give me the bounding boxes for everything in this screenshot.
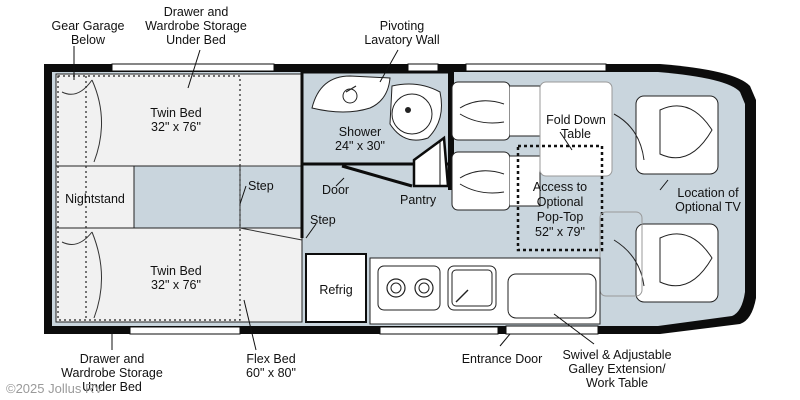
pop-top-label: Access to Optional Pop-Top 52" x 79"	[520, 180, 600, 240]
label-line: Optional	[536, 195, 584, 209]
window	[465, 63, 607, 72]
pillow	[91, 231, 102, 319]
refrigerator	[305, 253, 367, 323]
pop-top-outline	[516, 144, 604, 252]
dinette-seat	[451, 151, 511, 211]
twin-bed-bottom	[55, 227, 303, 323]
door-label: Door	[322, 183, 350, 197]
entrance-door-opening	[505, 325, 599, 335]
twin-bed-bottom-label: Twin Bed 32" x 76"	[134, 264, 218, 292]
label-line: Drawer and	[163, 5, 229, 19]
drawer-storage-top-label: Drawer and Wardrobe Storage Under Bed	[136, 5, 256, 47]
toilet	[389, 83, 442, 141]
drawer-storage-bottom-label: Drawer and Wardrobe Storage Under Bed	[56, 352, 168, 394]
label-line: Below	[70, 33, 106, 47]
dinette-seat	[451, 81, 511, 141]
label-line: Pop-Top	[536, 210, 584, 224]
entrance-door-label: Entrance Door	[461, 352, 543, 366]
label-line: Wardrobe Storage	[145, 19, 247, 33]
fold-down-table	[539, 81, 613, 177]
label-line: Wardrobe Storage	[61, 366, 163, 380]
pillow	[61, 231, 93, 245]
shower-label: Shower 24" x 30"	[326, 125, 394, 153]
label-line: Work Table	[585, 376, 649, 390]
twin-bed-top	[55, 73, 303, 167]
label-line: Fold Down	[546, 113, 606, 127]
label-line: Table	[561, 127, 591, 141]
cab-seat	[635, 223, 719, 303]
label-line: 32" x 76"	[151, 120, 201, 134]
cab-seat	[635, 95, 719, 175]
flex-bed-label: Flex Bed 60" x 80"	[236, 352, 306, 380]
pillow	[61, 79, 93, 95]
label-line: Location of	[677, 186, 739, 200]
tv-location-label: Location of Optional TV	[666, 186, 750, 214]
twin-bed-top-label: Twin Bed 32" x 76"	[134, 106, 218, 134]
leader-lines	[73, 46, 669, 351]
gear-garage-outline	[57, 75, 241, 321]
fold-down-table-label: Fold Down Table	[540, 113, 612, 141]
label-line: 32" x 76"	[151, 278, 201, 292]
label-line: Pivoting	[379, 19, 425, 33]
label-line: Optional TV	[675, 200, 741, 214]
label-line: Shower	[338, 125, 382, 139]
label-line: Twin Bed	[150, 106, 202, 120]
watermark: ©2025 Jollus RV	[6, 381, 103, 396]
label-line: Under Bed	[166, 33, 226, 47]
label-line: 52" x 79"	[535, 225, 585, 239]
label-line: Swivel & Adjustable	[562, 348, 672, 362]
stove	[377, 265, 441, 311]
label-line: Lavatory Wall	[364, 33, 440, 47]
step-label-2: Step	[310, 213, 336, 227]
window	[111, 63, 275, 72]
nightstand-box	[55, 165, 135, 229]
window	[379, 326, 499, 335]
label-line: Drawer and	[79, 352, 145, 366]
swivel-galley-label: Swivel & Adjustable Galley Extension/ Wo…	[552, 348, 682, 390]
label-line: Access to	[532, 180, 588, 194]
galley-sink	[447, 265, 497, 311]
gear-garage-label: Gear Garage Below	[48, 19, 128, 47]
refrig-label: Refrig	[319, 283, 353, 297]
window	[129, 326, 241, 335]
lavatory-sink	[311, 75, 391, 113]
label-line: Under Bed	[82, 380, 142, 394]
nightstand-label: Nightstand	[65, 192, 125, 206]
galley-extension	[507, 273, 597, 319]
label-line: Gear Garage	[51, 19, 125, 33]
label-line: 60" x 80"	[246, 366, 296, 380]
step-label-1: Step	[248, 179, 274, 193]
label-line: Galley Extension/	[568, 362, 666, 376]
label-line: Flex Bed	[246, 352, 296, 366]
pantry-label: Pantry	[400, 193, 437, 207]
pivoting-lavatory-label: Pivoting Lavatory Wall	[352, 19, 452, 47]
window	[407, 63, 439, 72]
label-line: Twin Bed	[150, 264, 202, 278]
label-line: 24" x 30"	[335, 139, 385, 153]
pillow	[91, 79, 102, 163]
swivel-table	[599, 211, 643, 297]
